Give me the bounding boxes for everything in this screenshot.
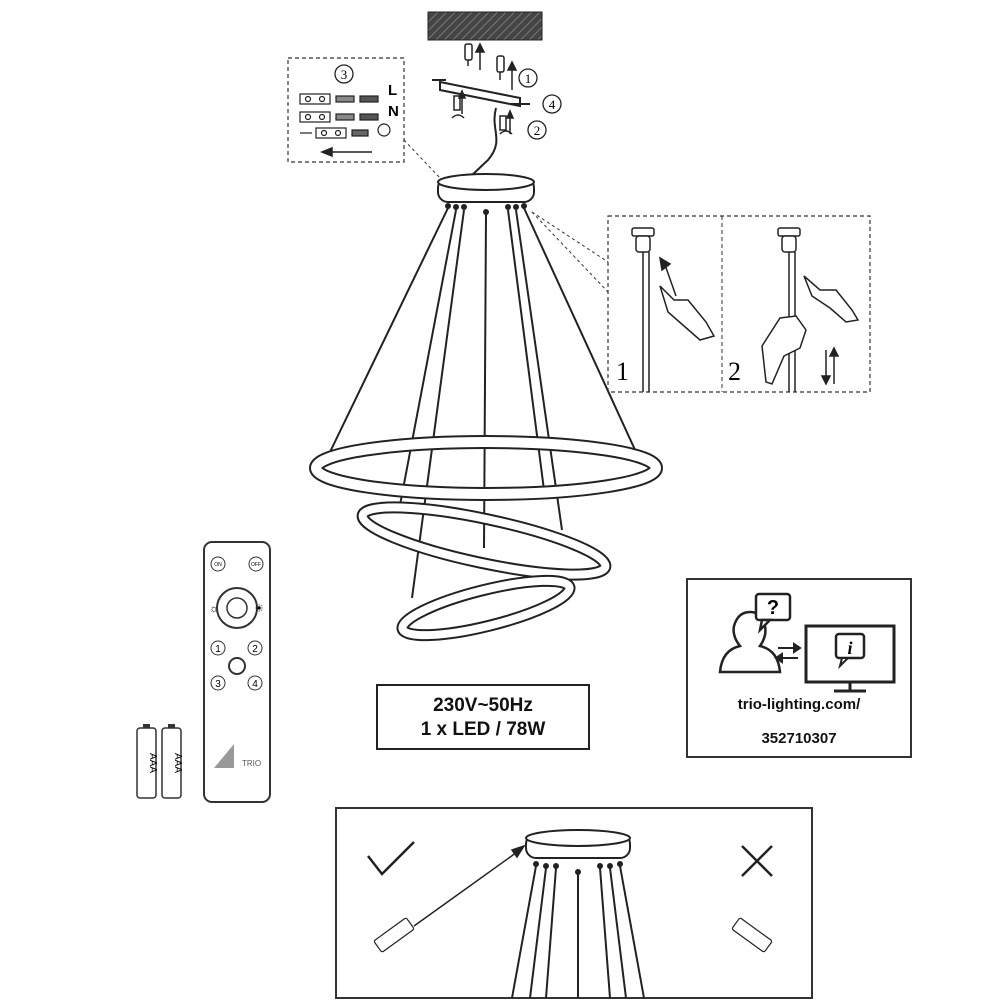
step-3-label: 3 [341,67,348,82]
callout-line [403,139,441,179]
info-box: trio-lighting.com/ 352710307 [686,578,912,758]
on-button: ON [210,556,226,572]
mounting-bracket [432,79,530,108]
step-1-marker: 1 [518,68,538,88]
ceiling-block [427,11,543,41]
svg-text:4: 4 [252,679,258,690]
user-icon [718,610,782,674]
usage-holders [533,861,623,875]
live-label: L [388,82,397,99]
trio-logo-icon [214,744,234,768]
off-button: OFF [248,556,264,572]
spec-box: 230V~50Hz 1 x LED / 78W [376,684,590,750]
svg-text:i: i [847,638,852,658]
detail-callout-2 [531,211,609,293]
correct-check-icon [367,841,415,876]
remote-control: ON OFF ☼ ☀ 1 2 3 4 TRIO [203,541,271,803]
incorrect-cross-icon [741,845,773,877]
adjust-detail-box [607,215,871,393]
terminal-blocks [299,93,391,139]
svg-text:2: 2 [252,644,258,655]
canopy-cable-holders [445,203,527,215]
step-3-marker: 3 [334,64,354,84]
step-4-label: 4 [549,97,556,112]
remote-brand: TRIO [242,759,261,768]
product-number: 352710307 [761,730,837,747]
exchange-arrows-icon [774,642,802,664]
panel-1-label: 1 [616,357,629,386]
info-url: trio-lighting.com/ [737,696,861,713]
neutral-label: N [388,103,399,120]
remote-usage-box [335,807,813,999]
panel-2-label: 2 [728,357,741,386]
svg-text:?: ? [767,597,779,619]
battery-1: AAA [136,724,158,799]
monitor-icon: i [804,624,896,693]
power-spec: 1 x LED / 78W [420,719,546,740]
bottom-ring [396,574,576,642]
wiring-detail-box [287,57,405,163]
voltage-spec: 230V~50Hz [433,695,533,716]
top-ring [309,435,663,501]
remote-pointing-arrow [413,844,526,927]
power-cable [461,107,498,183]
step-2-label: 2 [534,123,541,138]
preset-button-3: 3 [210,675,226,691]
preset-button-4: 4 [247,675,263,691]
step-4-marker: 4 [542,94,562,114]
up-arrows [474,42,518,90]
detail-callout-1 [531,211,609,263]
cool-light-icon: ☼ [209,603,219,615]
bracket-screws [451,89,515,135]
battery-2: AAA [161,724,183,799]
svg-text:AAA: AAA [172,753,183,773]
preset-button-2: 2 [247,640,263,656]
question-bubble-icon: ? [754,592,792,634]
suspension-wires [329,207,637,599]
remote-incorrect-icon [731,917,773,953]
direction-arrow [319,146,372,158]
dimmer-center [226,597,248,619]
svg-text:ON: ON [214,562,222,568]
warm-light-icon: ☀ [254,603,264,615]
step-2-marker: 2 [527,120,547,140]
panel-1-illustration [631,227,716,392]
canopy [437,173,535,203]
remote-correct-icon [373,917,415,953]
svg-text:AAA: AAA [147,753,158,773]
panel-2-illustration [761,227,860,392]
svg-text:1: 1 [215,644,221,655]
usage-wires [511,865,645,999]
night-mode-button [228,657,246,675]
wall-plugs [464,43,505,80]
svg-text:3: 3 [215,679,221,690]
middle-ring [356,501,612,581]
preset-button-1: 1 [210,640,226,656]
svg-text:OFF: OFF [251,562,261,568]
usage-canopy [525,829,631,859]
step-1-label: 1 [525,71,532,86]
